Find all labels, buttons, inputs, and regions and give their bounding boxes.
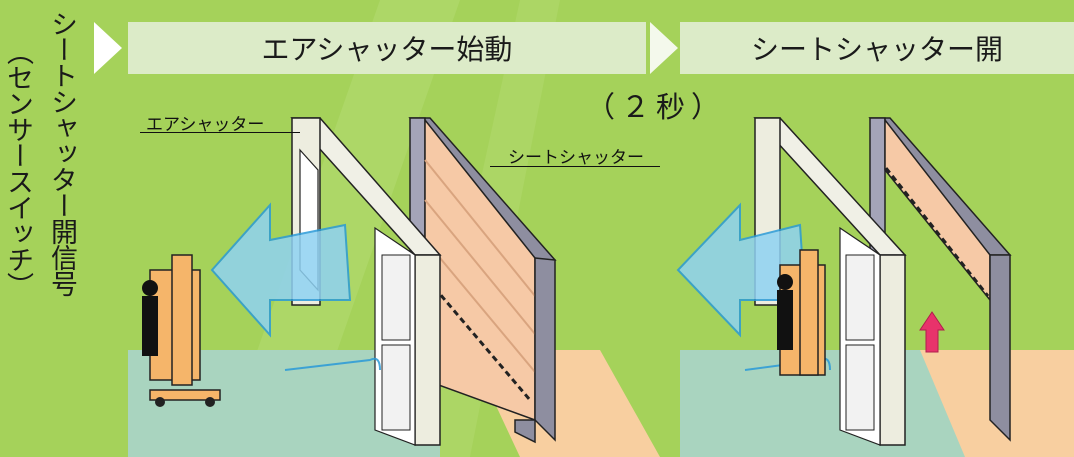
forklift-worker	[777, 249, 826, 376]
step-banner-sheet-shutter-open: シートシャッター開	[680, 22, 1074, 74]
sheet-shutter-label: シートシャッター	[508, 148, 644, 168]
panel-1-scene	[128, 117, 660, 457]
air-shutter-label: エアシャッター	[146, 115, 265, 135]
chevron-right-icon	[650, 22, 678, 74]
air-flow-arrows	[210, 202, 381, 371]
side-signal-sub: （センサースイッチ）	[2, 38, 33, 298]
step-label: エアシャッター始動	[261, 33, 513, 66]
forklift-worker	[142, 254, 221, 407]
timing-label: （２秒）	[586, 90, 727, 124]
air-shutter-running	[753, 117, 907, 446]
up-arrow-icon	[919, 311, 945, 353]
step-label: シートシャッター開	[750, 33, 1003, 66]
side-signal-main: シートシャッター開信号	[46, 10, 77, 296]
leader-line	[140, 132, 300, 133]
panel-2-scene	[676, 117, 1074, 457]
floor-inside	[128, 350, 440, 457]
chevron-right-icon	[94, 22, 122, 74]
step-banner-air-shutter-start: エアシャッター始動	[128, 22, 646, 74]
air-shutter	[290, 117, 442, 446]
sheet-shutter	[408, 117, 557, 444]
sheet-shutter-open	[868, 117, 1012, 442]
leader-line	[490, 166, 660, 167]
floor-inside	[680, 350, 990, 457]
